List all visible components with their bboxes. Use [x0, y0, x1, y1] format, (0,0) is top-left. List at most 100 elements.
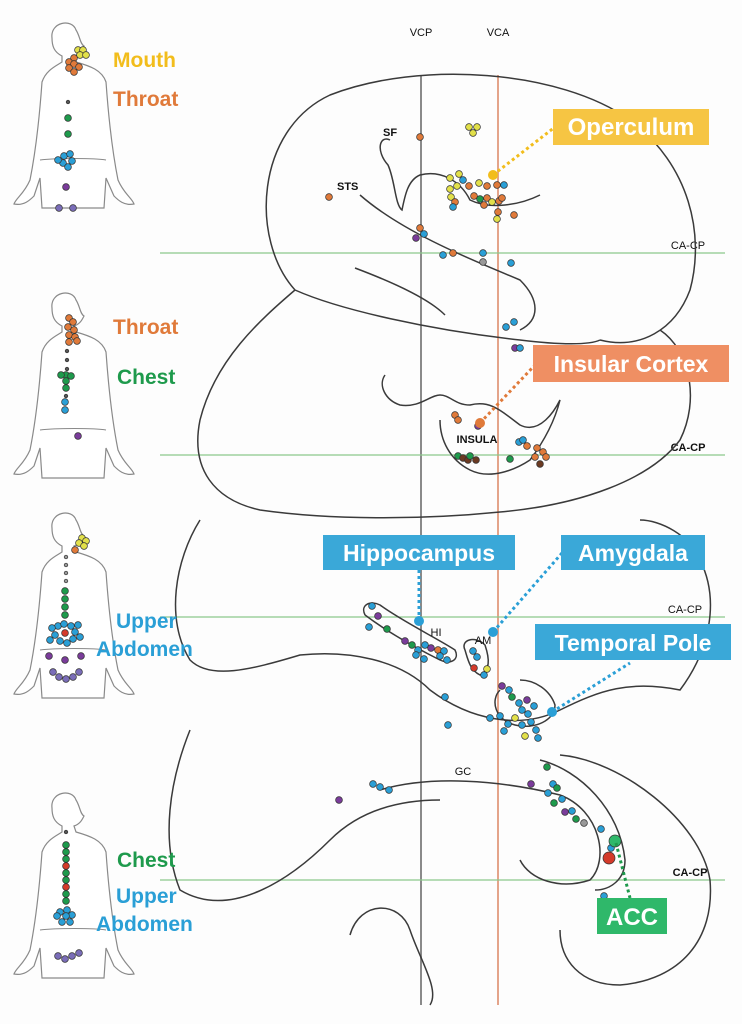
body-site-dot: [66, 918, 74, 926]
body-site-dot: [63, 639, 71, 647]
brain-electrode-dot: [459, 176, 467, 184]
body-site-dot: [56, 637, 64, 645]
brain-electrode-dot: [465, 123, 473, 131]
brain-electrode-dot: [558, 795, 566, 803]
brain-electrode-dot: [486, 714, 494, 722]
acc-label: ACC: [606, 904, 658, 931]
hippocampus-box: [323, 535, 515, 570]
amygdala-outline: [463, 638, 490, 676]
body-site-dot: [46, 636, 54, 644]
body-label-throat-1: Throat: [113, 88, 178, 111]
body-site-dot: [45, 652, 53, 660]
acc-box: [597, 898, 667, 934]
brain-electrode-dot: [412, 234, 420, 242]
body-site-dot: [61, 656, 69, 664]
brain-electrode-dot: [369, 780, 377, 788]
brain-electrode-dot: [533, 444, 541, 452]
vcp-label: VCP: [410, 27, 433, 39]
brain-electrode-dot: [510, 318, 518, 326]
body-label-upper-2: Upper: [116, 885, 177, 908]
brainstem-outline: [349, 907, 434, 1006]
brain-electrode-dot: [500, 181, 508, 189]
label-sts: STS: [337, 181, 358, 193]
cacp-label-4: CA-CP: [673, 867, 708, 879]
body-site-dot: [77, 652, 85, 660]
body-silhouette: [13, 792, 135, 979]
slice4-outline-left: [168, 729, 441, 902]
brain-electrode-dot: [420, 655, 428, 663]
body-site-dot: [61, 406, 69, 414]
brain-electrode-dot: [561, 808, 569, 816]
brain-electrode-dot: [441, 693, 449, 701]
brain-electrode-dot: [518, 706, 526, 714]
cacp-label-2: CA-CP: [671, 442, 706, 454]
insular-cortex-label: Insular Cortex: [554, 351, 709, 377]
body-site-dot: [61, 603, 69, 611]
body-site-dot: [61, 611, 69, 619]
body-site-dot: [58, 918, 66, 926]
body-site-dot: [64, 323, 72, 331]
brain-electrode-dot: [523, 442, 531, 450]
brain-electrode-dot: [602, 851, 616, 865]
brain-electrode-dot: [510, 211, 518, 219]
brain-electrode-dot: [454, 416, 462, 424]
brain-electrode-dot: [376, 783, 384, 791]
brain-electrode-dot: [440, 647, 448, 655]
hippocampus-anchor: [414, 616, 424, 626]
body-figure-2: [13, 292, 135, 479]
amygdala-box: [561, 535, 705, 570]
slice2-outline: [197, 289, 692, 519]
body-site-dot: [62, 841, 70, 849]
body-figure-4: [13, 792, 135, 979]
sts-sulcus: [359, 194, 536, 331]
brain-electrode-dot: [523, 696, 531, 704]
body-site-dot: [63, 562, 69, 568]
body-site-dot: [69, 635, 77, 643]
brain-electrode-dot: [572, 815, 580, 823]
insular-cortex-box: [533, 345, 729, 382]
body-site-dot: [64, 357, 70, 363]
body-site-dot: [64, 130, 72, 138]
brain-electrode-dot: [416, 133, 424, 141]
body-site-dot: [55, 204, 63, 212]
body-site-dot: [76, 633, 84, 641]
body-site-dot: [75, 668, 83, 676]
body-site-dot: [61, 587, 69, 595]
body-site-dot: [62, 890, 70, 898]
brain-electrode-dot: [446, 174, 454, 182]
body-label-chest-2: Chest: [117, 849, 175, 872]
brain-electrode-dot: [444, 721, 452, 729]
body-site-dot: [63, 554, 69, 560]
brain-electrode-dot: [553, 784, 561, 792]
body-site-dot: [74, 432, 82, 440]
brain-electrode-dot: [544, 789, 552, 797]
temporal-pole-outline: [494, 679, 556, 727]
slice1-lower-edge: [294, 289, 601, 345]
slice1-sulcus: [354, 267, 446, 316]
body-site-dot: [73, 337, 81, 345]
body-site-dot: [62, 862, 70, 870]
body-site-dot: [62, 183, 70, 191]
body-site-dot: [63, 570, 69, 576]
brain-electrode-dot: [453, 182, 461, 190]
brain-electrode-dot: [480, 671, 488, 679]
brain-electrode-dot: [449, 249, 457, 257]
body-site-dot: [62, 377, 70, 385]
body-waist: [39, 428, 107, 431]
body-site-dot: [70, 68, 78, 76]
brain-electrode-dot: [483, 194, 491, 202]
brain-electrode-dot: [427, 644, 435, 652]
insula-outline: [381, 374, 561, 475]
brain-electrode-dot: [518, 721, 526, 729]
brain-electrode-dot: [597, 825, 605, 833]
region-labels: Operculum Insular Cortex Hippocampus Amy…: [323, 109, 731, 934]
body-label-abdomen-1: Abdomen: [96, 638, 193, 661]
brain-electrode-dot: [527, 718, 535, 726]
cingulate-outline: [539, 759, 626, 891]
brain-electrode-dot: [470, 664, 478, 672]
brain-electrode-dot: [534, 734, 542, 742]
brain-electrode-dot: [443, 656, 451, 664]
body-site-dot: [55, 673, 63, 681]
body-waist: [39, 648, 107, 651]
brain-electrode-dot: [504, 720, 512, 728]
